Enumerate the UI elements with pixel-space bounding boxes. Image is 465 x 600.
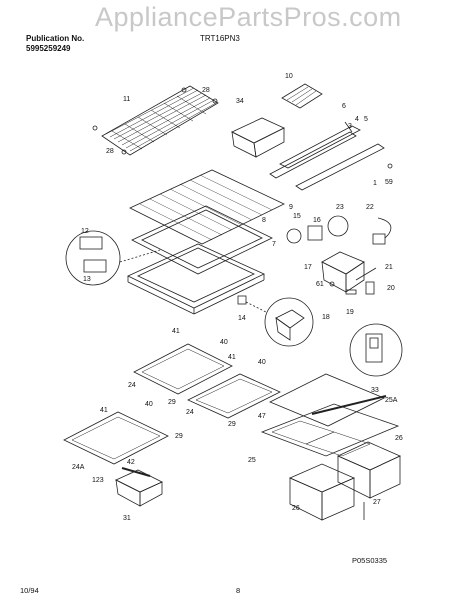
- crisper-frame: [260, 395, 400, 457]
- publication-label: Publication No.: [26, 34, 85, 43]
- label-27: 27: [373, 499, 381, 506]
- label-29c: 29: [175, 433, 183, 440]
- label-12: 12: [81, 228, 89, 235]
- label-47: 47: [258, 413, 266, 420]
- label-28b: 28: [106, 148, 114, 155]
- label-9: 9: [289, 204, 293, 211]
- label-5: 5: [364, 116, 368, 123]
- label-23: 23: [336, 204, 344, 211]
- shelf-middle: [187, 373, 281, 419]
- label-7: 7: [272, 241, 276, 248]
- label-11: 11: [123, 96, 130, 103]
- shelf-upper-left: [133, 343, 233, 395]
- watermark: AppliancePartsPros.com: [95, 2, 402, 32]
- label-31: 31: [123, 515, 131, 522]
- label-42: 42: [127, 459, 135, 466]
- label-26a: 26: [395, 435, 403, 442]
- light-control-assembly: [286, 215, 392, 295]
- crisper-glass-cover: [269, 373, 385, 427]
- label-10: 10: [285, 73, 293, 80]
- label-18: 18: [322, 314, 330, 321]
- label-29a: 29: [168, 399, 176, 406]
- label-20: 20: [387, 285, 395, 292]
- label-8: 8: [262, 217, 266, 224]
- label-41a: 41: [172, 328, 180, 335]
- label-1: 1: [373, 180, 377, 187]
- meat-drawer-frame: [127, 205, 273, 315]
- label-25: 25: [248, 457, 256, 464]
- label-3: 3: [348, 123, 352, 130]
- label-19: 19: [346, 309, 354, 316]
- publication-number: 5995259249: [26, 44, 71, 53]
- detail-circle-center: [237, 295, 314, 347]
- label-40b: 40: [258, 359, 266, 366]
- label-61: 61: [316, 281, 324, 288]
- label-33: 33: [371, 387, 379, 394]
- detail-circle-left: [65, 230, 161, 286]
- label-41b: 41: [228, 354, 236, 361]
- label-24A: 24A: [72, 464, 85, 471]
- label-14: 14: [238, 315, 246, 322]
- label-123: 123: [92, 477, 104, 484]
- label-4: 4: [355, 116, 359, 123]
- freezer-pan: [231, 117, 285, 158]
- label-41c: 41: [100, 407, 108, 414]
- label-15: 15: [293, 213, 301, 220]
- detail-circle-right: [349, 323, 403, 377]
- page-number: 8: [236, 586, 241, 595]
- label-24a: 24: [128, 382, 136, 389]
- label-29b: 29: [228, 421, 236, 428]
- label-16: 16: [313, 217, 321, 224]
- label-34: 34: [236, 98, 244, 105]
- label-40c: 40: [145, 401, 153, 408]
- label-40a: 40: [220, 339, 228, 346]
- model-number: TRT16PN3: [200, 34, 240, 43]
- freezer-glass-shelf: [129, 169, 285, 245]
- part-number-labels: 10 11 28 34 6 4 5 3 28 1 59 9 8 15 16 23…: [72, 73, 403, 522]
- dairy-pan: [115, 467, 163, 507]
- crisper-drawer-right: [337, 441, 401, 499]
- label-28a: 28: [202, 87, 210, 94]
- label-17: 17: [304, 264, 312, 271]
- figure-code: P05S0335: [352, 556, 388, 565]
- label-26b: 26: [292, 505, 300, 512]
- crisper-drawer-left: [289, 463, 355, 521]
- ice-tray: [281, 83, 323, 109]
- label-59: 59: [385, 179, 393, 186]
- shelf-rails: [269, 121, 393, 191]
- shelf-lower-left: [63, 411, 169, 465]
- wire-shelf: [92, 85, 219, 156]
- label-24b: 24: [186, 409, 194, 416]
- label-13: 13: [83, 276, 91, 283]
- label-6: 6: [342, 103, 346, 110]
- label-25A: 25A: [385, 397, 398, 404]
- label-22: 22: [366, 204, 374, 211]
- label-21: 21: [385, 264, 393, 271]
- footer-date: 10/94: [20, 586, 39, 595]
